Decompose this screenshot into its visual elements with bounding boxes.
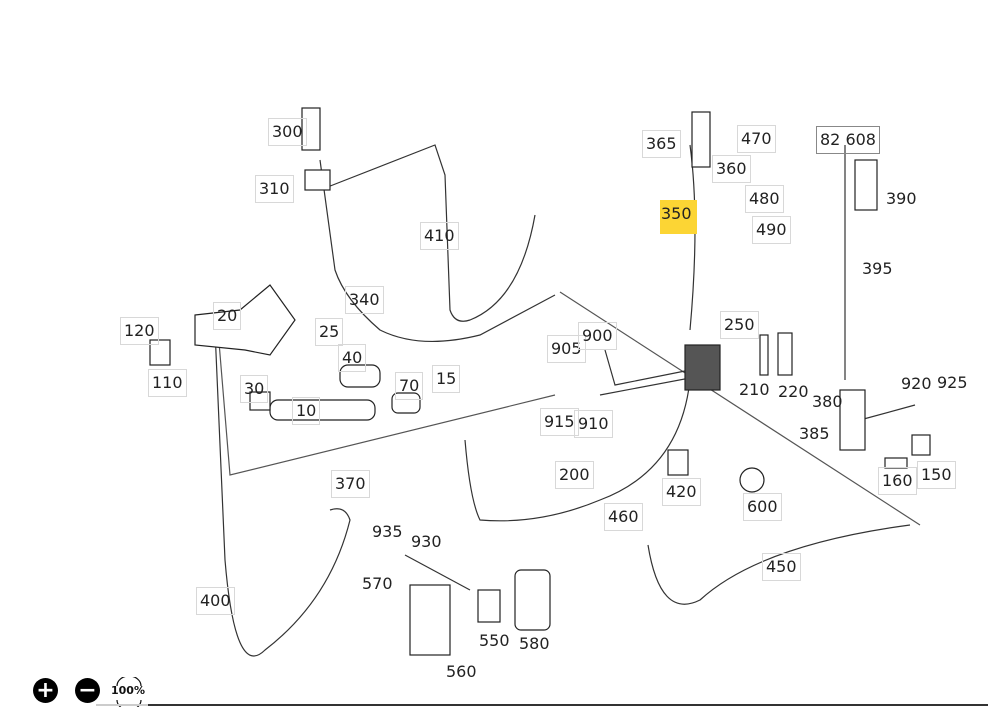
part-label-490[interactable]: 490 (752, 216, 791, 244)
part-label-450[interactable]: 450 (762, 553, 801, 581)
part-label-900[interactable]: 900 (578, 322, 617, 350)
cable-450 (647, 524, 911, 605)
part-label-600[interactable]: 600 (743, 493, 782, 521)
part-label-470[interactable]: 470 (737, 125, 776, 153)
part-210 (759, 334, 769, 376)
part-label-210[interactable]: 210 (739, 380, 770, 399)
cable-200 (464, 379, 691, 522)
part-label-560[interactable]: 560 (446, 662, 477, 681)
part-420 (667, 449, 689, 476)
part-label-310[interactable]: 310 (255, 175, 294, 203)
part-560 (409, 584, 451, 656)
part-label-360[interactable]: 360 (712, 155, 751, 183)
part-10 (269, 399, 376, 421)
part-label-15[interactable]: 15 (432, 365, 461, 393)
cable-340 (319, 159, 556, 343)
part-label-150[interactable]: 150 (917, 461, 956, 489)
part-label-82608[interactable]: 82 608 (816, 126, 880, 154)
part-label-480[interactable]: 480 (745, 185, 784, 213)
part-label-580[interactable]: 580 (519, 634, 550, 653)
part-label-920[interactable]: 920 (901, 374, 932, 393)
part-160 (884, 457, 908, 469)
part-390 (854, 159, 878, 211)
part-lock (684, 344, 721, 391)
part-label-460[interactable]: 460 (604, 503, 643, 531)
part-300-bracket (304, 169, 331, 191)
outline-diag (559, 291, 921, 526)
part-150 (911, 434, 931, 456)
cable-930 (404, 554, 471, 591)
part-label-420[interactable]: 420 (662, 478, 701, 506)
plus-icon: + (36, 677, 55, 703)
part-label-220[interactable]: 220 (778, 382, 809, 401)
part-label-40[interactable]: 40 (338, 344, 367, 372)
zoom-in-button[interactable]: + (33, 678, 58, 703)
reset-zoom-icon (116, 677, 142, 707)
part-label-570[interactable]: 570 (362, 574, 393, 593)
part-label-915[interactable]: 915 (540, 408, 579, 436)
part-label-380[interactable]: 380 (812, 392, 843, 411)
part-label-410[interactable]: 410 (420, 222, 459, 250)
part-20 (194, 284, 296, 356)
cable-410 (319, 144, 536, 322)
part-label-925[interactable]: 925 (937, 373, 968, 392)
part-600 (739, 467, 765, 493)
scroll-bar[interactable] (148, 704, 988, 706)
cable-350 (689, 144, 696, 331)
part-label-390[interactable]: 390 (886, 189, 917, 208)
zoom-level-label: 100% (111, 684, 145, 697)
zoom-reset-button[interactable]: 100% (109, 677, 149, 707)
part-label-395[interactable]: 395 (862, 259, 893, 278)
outline-left (217, 329, 556, 476)
part-label-110[interactable]: 110 (148, 369, 187, 397)
part-label-370[interactable]: 370 (331, 470, 370, 498)
part-label-340[interactable]: 340 (345, 286, 384, 314)
zoom-out-button[interactable]: − (75, 678, 100, 703)
part-label-350-highlighted[interactable]: 350 (660, 200, 697, 234)
part-label-70[interactable]: 70 (395, 372, 424, 400)
part-label-20[interactable]: 20 (213, 302, 242, 330)
zoom-slider-track[interactable] (96, 704, 148, 706)
part-label-300[interactable]: 300 (268, 118, 307, 146)
part-label-400[interactable]: 400 (196, 587, 235, 615)
part-110 (149, 339, 171, 366)
part-380 (839, 389, 866, 451)
part-label-385[interactable]: 385 (799, 424, 830, 443)
part-label-160[interactable]: 160 (878, 467, 917, 495)
part-label-200[interactable]: 200 (555, 461, 594, 489)
part-550 (477, 589, 501, 623)
part-30 (249, 391, 271, 411)
part-label-930[interactable]: 930 (411, 532, 442, 551)
part-label-25[interactable]: 25 (315, 318, 344, 346)
part-label-910[interactable]: 910 (574, 410, 613, 438)
part-580 (514, 569, 551, 631)
cable-910 (599, 377, 691, 396)
part-label-250[interactable]: 250 (720, 311, 759, 339)
part-220 (777, 332, 793, 376)
part-360 (691, 111, 711, 168)
part-label-550[interactable]: 550 (479, 631, 510, 650)
part-label-365[interactable]: 365 (642, 130, 681, 158)
minus-icon: − (78, 677, 97, 703)
cable-900 (604, 349, 691, 386)
cable-400 (214, 329, 351, 657)
cable-920 (859, 404, 916, 421)
part-label-30[interactable]: 30 (240, 375, 269, 403)
part-40 (339, 364, 381, 388)
part-70 (391, 392, 421, 414)
part-label-120[interactable]: 120 (120, 317, 159, 345)
part-label-935[interactable]: 935 (372, 522, 403, 541)
part-label-10[interactable]: 10 (292, 397, 321, 425)
